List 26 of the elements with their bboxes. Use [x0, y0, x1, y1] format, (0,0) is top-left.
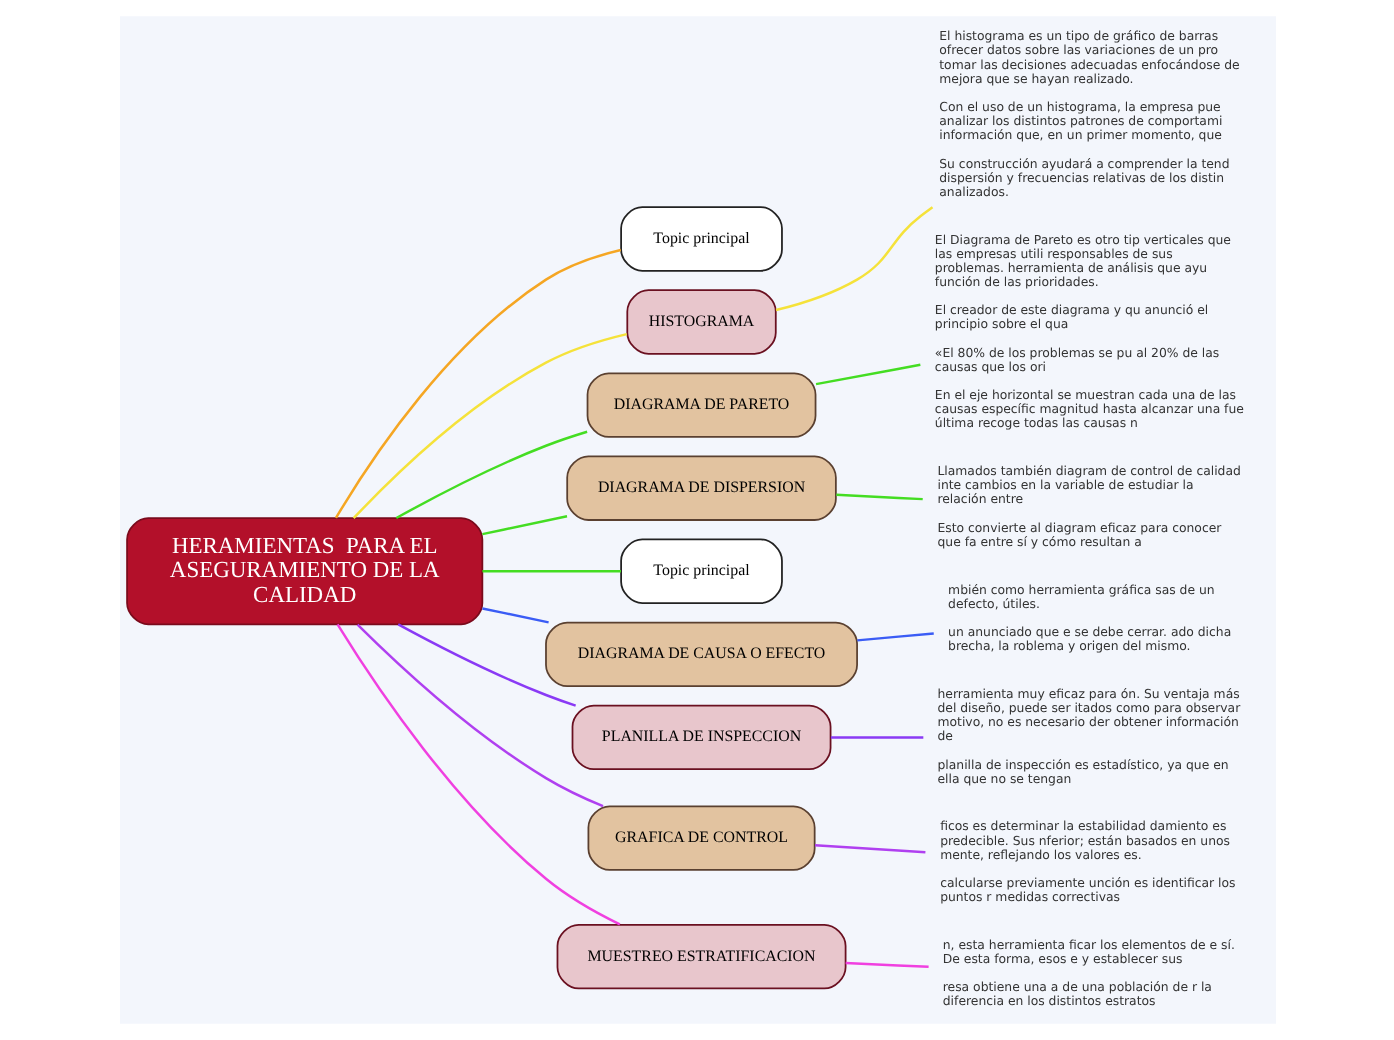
- connector: [481, 570, 620, 573]
- node-box: MUESTREO ESTRATIFICACION: [555, 923, 846, 990]
- connector: [856, 632, 933, 642]
- node-box: Topic principal: [619, 206, 782, 272]
- connector: [333, 248, 621, 519]
- node-box: HERAMIENTAS PARA EL ASEGURAMIENTO DE LA CALIDAD: [125, 517, 483, 626]
- connector: [355, 623, 603, 808]
- connector: [481, 515, 567, 536]
- connector: [396, 623, 576, 707]
- node-box: HISTOGRAMA: [625, 289, 776, 355]
- node-box: DIAGRAMA DE PARETO: [585, 372, 816, 438]
- connector: [335, 623, 620, 926]
- connector: [835, 493, 922, 501]
- connector: [394, 430, 587, 520]
- node-box: PLANILLA DE INSPECCION: [570, 704, 831, 771]
- connector: [351, 332, 627, 520]
- connector: [829, 736, 923, 739]
- connector: [813, 844, 925, 854]
- connector: [844, 961, 928, 969]
- node-box: Topic principal: [619, 538, 782, 604]
- connector: [814, 363, 920, 386]
- node-box: DIAGRAMA DE DISPERSION: [565, 455, 836, 521]
- connector: [774, 206, 933, 312]
- node-box: GRAFICA DE CONTROL: [586, 805, 815, 871]
- connector: [481, 607, 548, 624]
- node-box: DIAGRAMA DE CAUSA O EFECTO: [544, 621, 857, 688]
